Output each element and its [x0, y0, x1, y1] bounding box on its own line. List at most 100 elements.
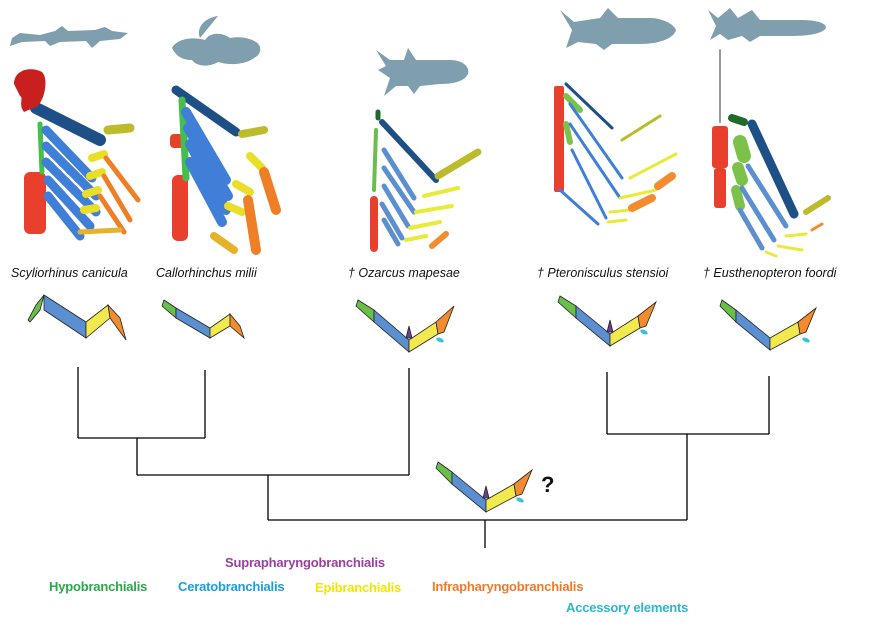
shark-silhouette: [10, 26, 128, 48]
epibranchial-3: [764, 250, 778, 258]
epibranchial-1: [88, 150, 108, 162]
ceratohyal: [379, 119, 439, 183]
taxon-label-pteronisculus: † Pteronisculus stensioi: [537, 266, 669, 280]
infrapharyngobranchial-segment: [513, 468, 533, 497]
epibranchial-segment: [485, 483, 517, 513]
epihyal: [434, 148, 482, 180]
ceratohyal: [747, 119, 799, 219]
epibranchial-2: [414, 204, 454, 214]
accessory-element: [516, 497, 524, 503]
infrapharyngobranchial: [429, 231, 449, 249]
ozarcus-silhouette: [376, 48, 469, 96]
taxon-label-callorhinchus: Callorhinchus milii: [156, 266, 257, 280]
epibranchial-4: [80, 204, 100, 214]
skeleton-scyliorhinus: [14, 69, 141, 241]
infrapharyngobranchial-segment: [797, 306, 817, 335]
silhouettes: [10, 8, 826, 96]
epibranchial-3: [408, 220, 442, 230]
legend-accessory-elements: Accessory elements: [566, 600, 689, 615]
ceratobranchial-2: [183, 123, 233, 201]
infrapharyngobranchial-segment: [107, 303, 127, 341]
accessory-element: [640, 329, 648, 335]
chimaera-silhouette: [172, 16, 261, 66]
epibranchial-1: [246, 152, 266, 172]
pharyngobranchial-1: [103, 155, 141, 203]
basibranchial: [24, 172, 46, 234]
ceratobranchial-3: [381, 183, 411, 229]
accessory-element: [802, 337, 810, 343]
epibranchial-segment: [609, 315, 641, 347]
schematic-arches: [27, 294, 817, 513]
hypobranchial-1: [563, 93, 583, 113]
ceratobranchial-1: [381, 147, 417, 201]
ceratobranchial-3: [737, 207, 765, 251]
ancestral-question-mark: ?: [541, 472, 555, 497]
ceratobranchial-3: [41, 157, 101, 217]
ceratohyal: [171, 85, 241, 137]
ceratobranchial-3: [570, 148, 608, 220]
hypobranchial-segment: [435, 461, 453, 485]
schematic-scyliorhinus: [27, 294, 127, 341]
pteronisculus-silhouette: [560, 8, 676, 50]
hypohyal: [728, 114, 748, 126]
epihyal: [803, 195, 831, 215]
ceratobranchial-2: [381, 165, 417, 215]
epibranchial-segment: [209, 313, 231, 339]
hypobranchial-1: [733, 135, 751, 163]
accessory-element: [436, 337, 444, 343]
ceratobranchial-3: [185, 139, 231, 215]
ceratobranchial-2: [739, 185, 777, 243]
skeletons: [14, 49, 831, 258]
infrapharyngobranchial-1: [654, 172, 676, 190]
legend-hypobranchialis: Hypobranchialis: [49, 579, 148, 594]
hypobranchial: [37, 121, 45, 175]
ceratobranchial-segment: [373, 309, 410, 353]
epibranchial-1: [422, 186, 460, 198]
ceratobranchial-segment: [735, 309, 771, 351]
suprapharyngobranchial-segment: [405, 325, 413, 339]
epibranchial-2: [618, 188, 658, 200]
pharyngobranchial-complex: [210, 232, 238, 254]
basibranchial-1: [712, 126, 728, 168]
hypobranchial-segment: [27, 294, 45, 323]
infrapharyngobranchial-segment: [435, 305, 455, 335]
suprapharyngobranchial-segment: [606, 319, 614, 333]
pharyngobranchial-2: [101, 173, 133, 223]
phylogenetic-tree: [77, 367, 770, 548]
infrapharyngobranchial-segment: [229, 312, 245, 340]
epibranchial-4: [404, 234, 428, 242]
pharyngobranchial-1: [259, 167, 281, 215]
epibranchial-3: [82, 186, 102, 198]
pharyngobranchial-complex: [77, 227, 123, 235]
taxon-label-scyliorhinus: Scyliorhinus canicula: [11, 266, 128, 280]
epihyal: [620, 114, 662, 142]
legend-epibranchialis: Epibranchialis: [315, 580, 402, 595]
epibranchial-2: [86, 168, 106, 180]
taxon-label-eusthenopteron: † Eusthenopteron foordi: [703, 266, 837, 280]
pharyngobranchial-2: [243, 195, 261, 255]
epibranchial-segment: [769, 321, 801, 351]
basibranchial: [370, 196, 378, 252]
skeleton-ozarcus: [370, 109, 482, 252]
ceratobranchial-1: [745, 163, 789, 229]
basibranchial-2: [714, 168, 726, 208]
epihyal: [238, 126, 268, 138]
eusthenopteron-silhouette: [708, 8, 826, 42]
hypobranchial-segment: [557, 295, 577, 319]
epibranchial-1: [628, 152, 678, 180]
basihyal: [14, 69, 46, 112]
pharyngobranchial-3: [97, 193, 127, 235]
hypobranchial-segment: [161, 299, 177, 319]
epibranchial-2: [776, 244, 804, 252]
basibranchial: [172, 175, 188, 241]
ceratobranchial-1: [568, 102, 624, 180]
ceratobranchial-4: [379, 201, 405, 241]
hypobranchials: [372, 128, 378, 192]
hypobranchial-3: [731, 185, 745, 211]
ceratobranchial-segment: [575, 305, 611, 347]
legend-infrapharyngobranchialis: Infrapharyngobranchialis: [432, 579, 584, 594]
suprapharyngobranchial-segment: [482, 485, 490, 499]
hypobranchial-2: [563, 121, 573, 145]
skeleton-pteronisculus: [554, 82, 678, 226]
schematic-pteronisculus: [557, 295, 657, 347]
